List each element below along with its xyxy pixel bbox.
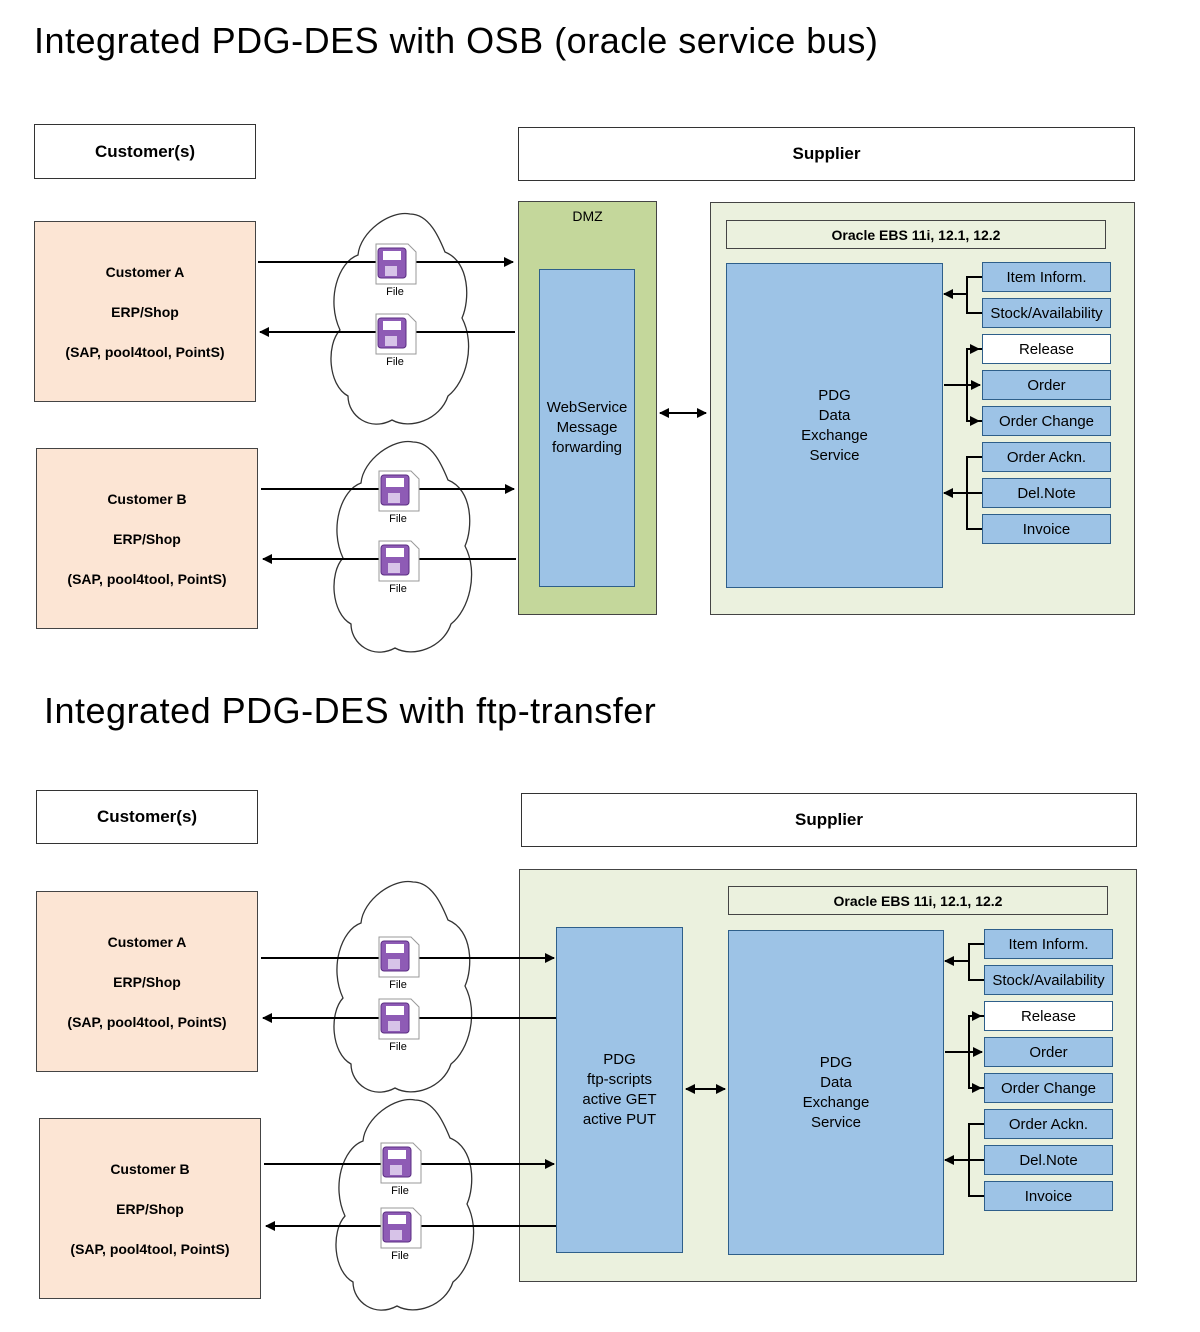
ftp-msg-del-note: Del.Note (984, 1145, 1113, 1175)
pdg-line: PDG (818, 386, 851, 404)
ftp-customer-a-box: Customer A ERP/Shop (SAP, pool4tool, Poi… (36, 891, 258, 1072)
ftp-scripts-box: PDG ftp-scripts active GET active PUT (556, 927, 683, 1253)
pdg-line: Data (820, 1073, 852, 1091)
osb-msg-item-inform: Item Inform. (982, 262, 1111, 292)
pdg-line: Service (809, 446, 860, 464)
file-label: File (391, 1250, 409, 1262)
osb-title: Integrated PDG-DES with OSB (oracle serv… (34, 20, 879, 61)
customer-products: (SAP, pool4tool, PointS) (65, 343, 225, 360)
file-label: File (389, 979, 407, 991)
middle-line: WebService (546, 399, 628, 416)
cloud-shape (333, 880, 473, 1093)
middle-line: active PUT (582, 1111, 657, 1128)
ftp-msg-order-change: Order Change (984, 1073, 1113, 1103)
middle-line: ftp-scripts (586, 1071, 652, 1088)
customer-system: ERP/Shop (113, 530, 181, 547)
osb-pdg-service-box: PDG Data Exchange Service (726, 263, 943, 588)
ftp-customers-header: Customer(s) (36, 790, 258, 844)
customer-products: (SAP, pool4tool, PointS) (67, 570, 227, 587)
pdg-line: Exchange (801, 426, 868, 444)
customer-products: (SAP, pool4tool, PointS) (67, 1013, 227, 1030)
customer-system: ERP/Shop (111, 303, 179, 320)
ftp-msg-stock-availability: Stock/Availability (984, 965, 1113, 995)
file-icon: File (372, 242, 418, 300)
ftp-msg-item-inform: Item Inform. (984, 929, 1113, 959)
ftp-pdg-service-box: PDG Data Exchange Service (728, 930, 944, 1255)
osb-customer-a-box: Customer A ERP/Shop (SAP, pool4tool, Poi… (34, 221, 256, 402)
pdg-line: PDG (819, 1053, 853, 1071)
osb-msg-del-note: Del.Note (982, 478, 1111, 508)
middle-line: Message (556, 419, 618, 436)
ftp-msg-order: Order (984, 1037, 1113, 1067)
osb-msg-release: Release (982, 334, 1111, 364)
file-icon: File (372, 312, 418, 370)
ftp-supplier-header: Supplier (521, 793, 1137, 847)
osb-msg-stock-availability: Stock/Availability (982, 298, 1111, 328)
file-icon: File (375, 997, 421, 1055)
osb-msg-invoice: Invoice (982, 514, 1111, 544)
cloud-shape (335, 1098, 475, 1311)
customer-system: ERP/Shop (116, 1200, 184, 1217)
osb-msg-order-change: Order Change (982, 406, 1111, 436)
file-label: File (386, 286, 404, 298)
customer-name: Customer B (107, 490, 187, 507)
customer-system: ERP/Shop (113, 973, 181, 990)
middle-line: active GET (582, 1091, 657, 1108)
osb-msg-order-ackn: Order Ackn. (982, 442, 1111, 472)
dmz-label: DMZ (572, 208, 603, 224)
file-label: File (389, 513, 407, 525)
file-icon: File (375, 935, 421, 993)
osb-oracle-label: Oracle EBS 11i, 12.1, 12.2 (726, 220, 1106, 249)
osb-customer-b-box: Customer B ERP/Shop (SAP, pool4tool, Poi… (36, 448, 258, 629)
ftp-msg-order-ackn: Order Ackn. (984, 1109, 1113, 1139)
file-icon: File (377, 1206, 423, 1264)
ftp-msg-release: Release (984, 1001, 1113, 1031)
ftp-customer-b-box: Customer B ERP/Shop (SAP, pool4tool, Poi… (39, 1118, 261, 1299)
pdg-line: Service (810, 1113, 862, 1131)
ftp-oracle-label: Oracle EBS 11i, 12.1, 12.2 (728, 886, 1108, 915)
osb-supplier-header: Supplier (518, 127, 1135, 181)
file-icon: File (377, 1141, 423, 1199)
osb-customers-header: Customer(s) (34, 124, 256, 179)
file-icon: File (375, 539, 421, 597)
pdg-line: Data (818, 406, 851, 424)
file-label: File (389, 1041, 407, 1053)
customer-name: Customer B (110, 1160, 190, 1177)
pdg-line: Exchange (802, 1093, 870, 1111)
webservice-forwarding-box: WebService Message forwarding (539, 269, 635, 587)
file-label: File (389, 583, 407, 595)
file-icon: File (375, 469, 421, 527)
middle-line: forwarding (551, 439, 623, 456)
customer-name: Customer A (107, 933, 187, 950)
ftp-msg-invoice: Invoice (984, 1181, 1113, 1211)
file-label: File (391, 1185, 409, 1197)
customer-products: (SAP, pool4tool, PointS) (70, 1240, 230, 1257)
middle-line: PDG (603, 1051, 636, 1068)
osb-msg-order: Order (982, 370, 1111, 400)
customer-name: Customer A (105, 263, 185, 280)
file-label: File (386, 356, 404, 368)
ftp-title: Integrated PDG-DES with ftp-transfer (44, 690, 657, 731)
